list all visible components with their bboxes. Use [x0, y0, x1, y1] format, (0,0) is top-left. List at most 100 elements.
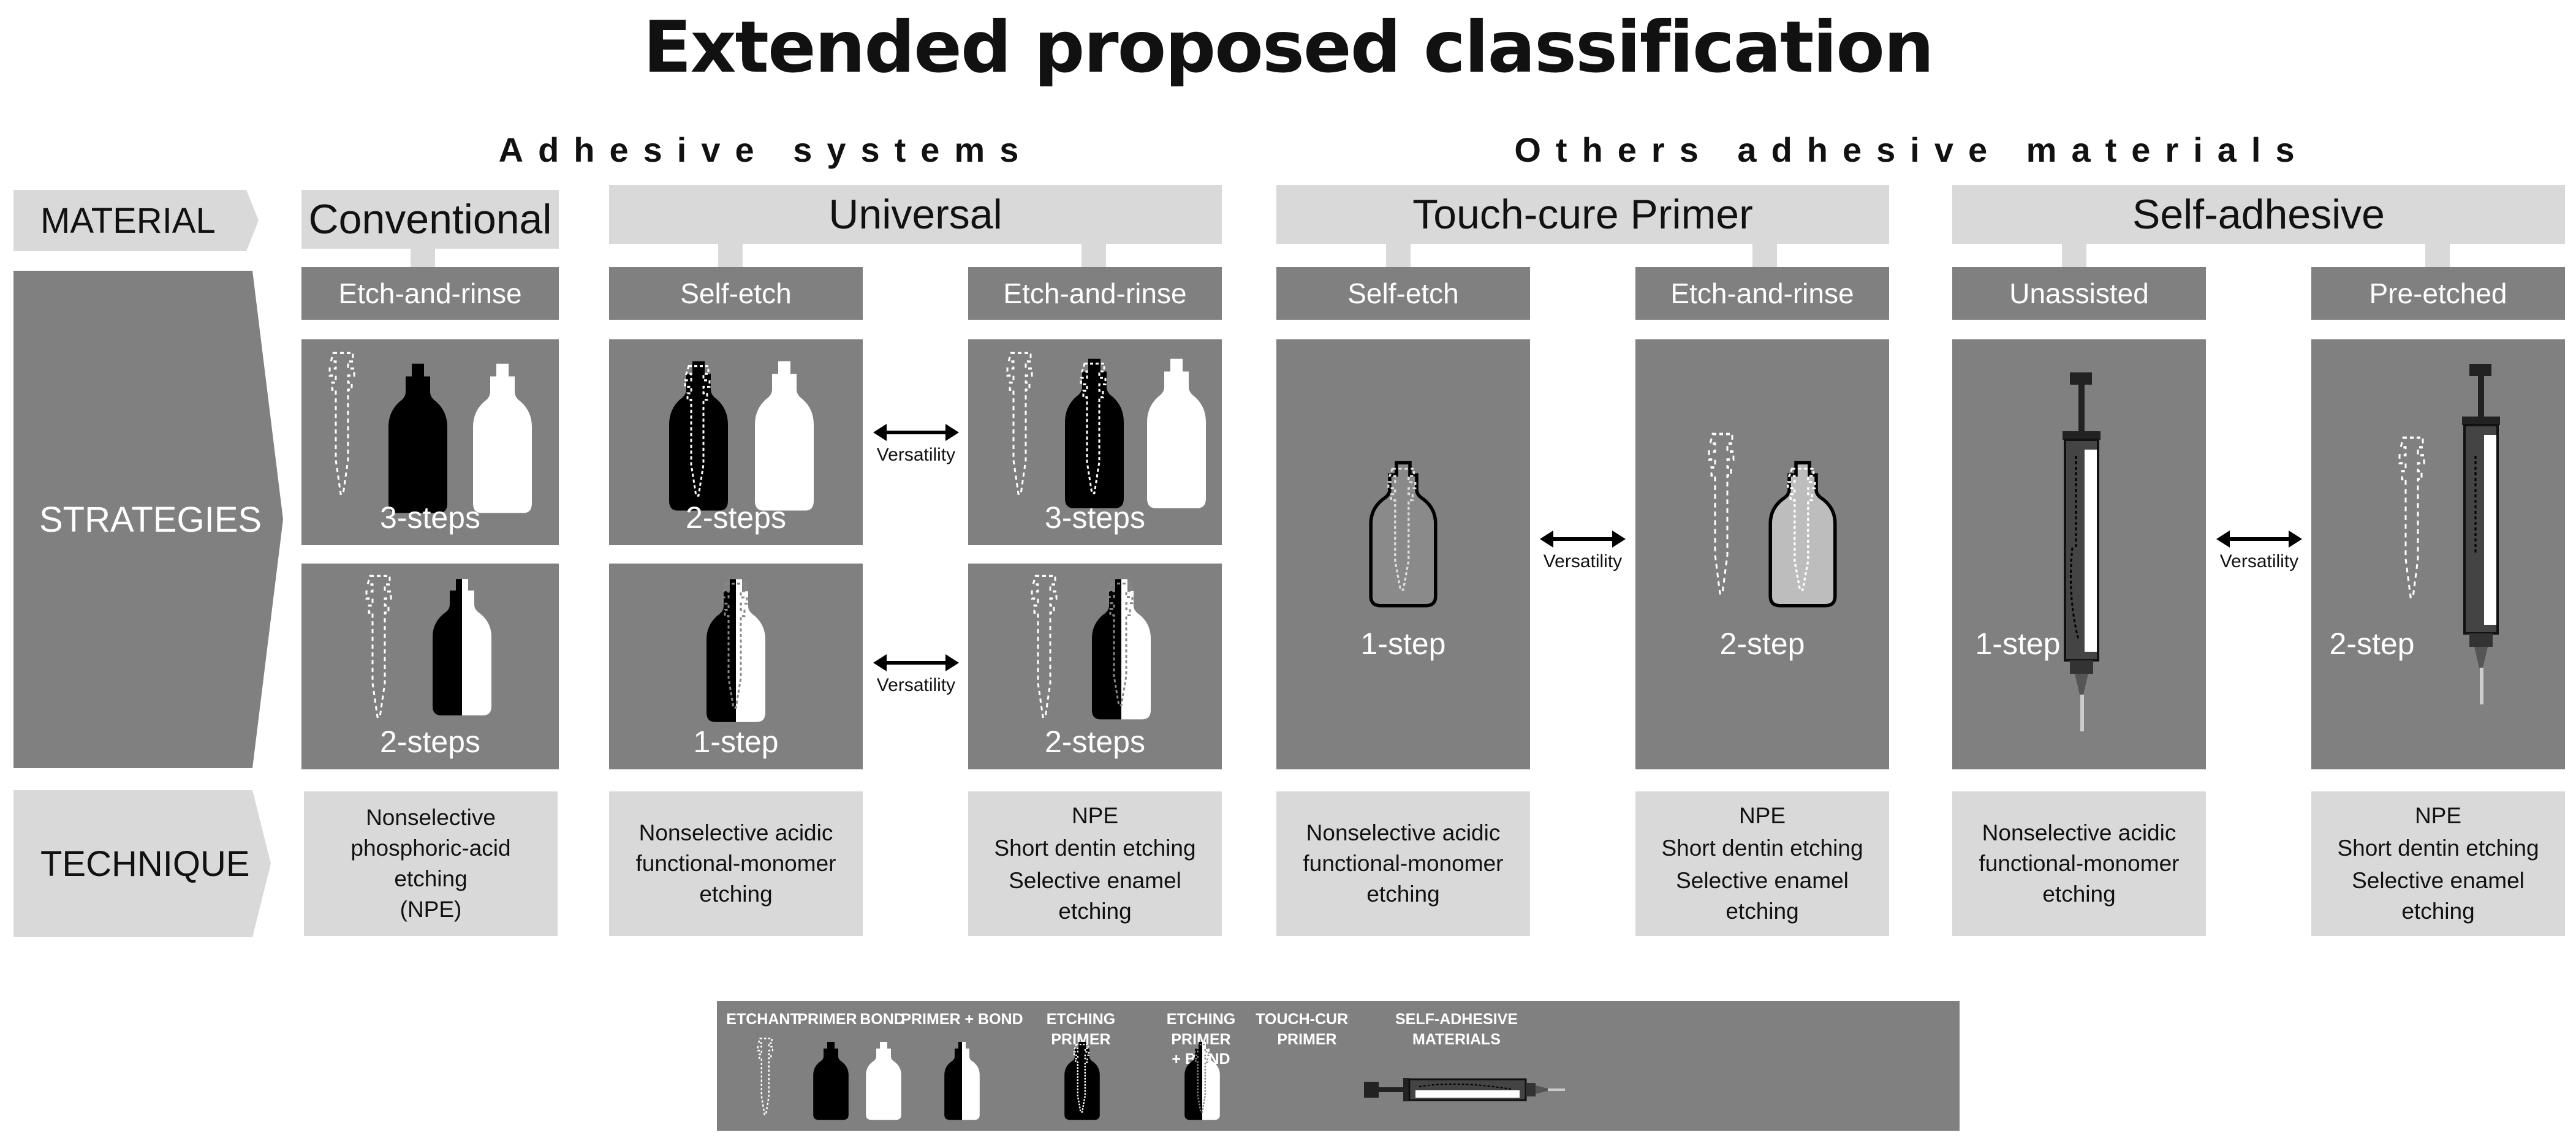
- panel-touch-cure-etch-and-rinse: 2-step: [1635, 339, 1889, 769]
- touch-cure-primer-bottle-icon: [1371, 463, 1436, 606]
- strategy-universal-self-etch: Self-etch: [609, 267, 863, 320]
- strategy-touch-cure-etch-and-rinse: Etch-and-rinse: [1635, 267, 1889, 320]
- technique-row-label: TECHNIQUE: [40, 843, 250, 884]
- page-title: Extended proposed classification: [643, 6, 1934, 89]
- technique-line: Selective enamel etching: [1009, 868, 1181, 924]
- etching-primer-bottle-icon: [669, 361, 728, 511]
- steps-label: 3-steps: [380, 500, 480, 535]
- legend-line: SELF-ADHESIVE: [1395, 1011, 1518, 1028]
- strategies-row-arrow: [13, 271, 283, 768]
- material-self-adhesive: Self-adhesive: [1952, 185, 2565, 244]
- technique-line: phosphoric-acid: [350, 836, 511, 861]
- steps-label: 1-step: [1975, 627, 2061, 661]
- bond-bottle-icon: [1147, 358, 1206, 508]
- self-adhesive-syringe-icon: [2063, 372, 2101, 731]
- technique-row-arrow: [13, 790, 271, 937]
- legend-touch-cure-self-adhesive: TOUCH-CURE PRIMER: [717, 1001, 1358, 1131]
- panel-self-adhesive-unassisted: 1-step: [1952, 339, 2206, 769]
- technique-line: (NPE): [400, 896, 462, 922]
- connector: [1752, 244, 1777, 267]
- technique-line: functional-monomer: [1979, 851, 2180, 877]
- technique-self-adhesive-pre-etched: NPE Short dentin etching Selective ename…: [2311, 791, 2565, 936]
- technique-touch-cure-self-etch: Nonselective acidic functional-monomer e…: [1276, 791, 1530, 936]
- panel-universal-self-etch-1-step: 1-step: [609, 564, 863, 769]
- versatility-indicator-top: Versatility: [870, 420, 962, 466]
- technique-line: NPE: [1738, 803, 1786, 829]
- bond-bottle-icon: [473, 363, 532, 513]
- etching-primer-bond-bottle-icon: [1092, 579, 1151, 720]
- versatility-indicator-bottom: Versatility: [870, 651, 962, 696]
- legend-label-etchant: ETCHANT: [726, 1011, 800, 1028]
- legend-line: MATERIALS: [1412, 1030, 1501, 1048]
- technique-line: functional-monomer: [635, 851, 836, 877]
- panel-universal-self-etch-2-steps: 2-steps: [609, 339, 863, 545]
- legend-label-self-adhesive: SELF-ADHESIVE MATERIALS: [1380, 1009, 1533, 1049]
- legend: ETCHANT PRIMER BOND PRIMER + BOND ETCHIN…: [717, 1001, 1349, 1131]
- technique-line: Nonselective acidic: [638, 820, 833, 846]
- double-arrow-icon: [873, 424, 959, 441]
- self-adhesive-syringe-icon: [2462, 364, 2500, 704]
- technique-line: Nonselective: [366, 805, 496, 831]
- technique-self-adhesive-unassisted: Nonselective acidic functional-monomer e…: [1952, 791, 2206, 936]
- double-arrow-icon: [873, 654, 959, 671]
- technique-line: etching: [699, 881, 773, 907]
- connector: [1082, 244, 1106, 267]
- double-arrow-icon: [1540, 530, 1626, 548]
- material-universal: Universal: [609, 185, 1222, 244]
- panel-conventional-3-steps: 3-steps: [301, 339, 559, 545]
- steps-label: 1-step: [693, 725, 779, 759]
- etching-primer-bottle-icon: [1065, 358, 1124, 508]
- technique-line: Short dentin etching: [994, 836, 1196, 861]
- panel-touch-cure-self-etch: 1-step: [1276, 339, 1530, 769]
- technique-line: functional-monomer: [1303, 851, 1504, 877]
- panel-universal-etch-and-rinse-2-steps: 2-steps: [968, 564, 1222, 769]
- steps-label: 2-steps: [380, 725, 480, 759]
- versatility-indicator-self-adhesive: Versatility: [2213, 527, 2305, 572]
- technique-universal-self-etch: Nonselective acidic functional-monomer e…: [609, 791, 863, 936]
- technique-line: Selective enamel etching: [1676, 868, 1849, 924]
- connector: [1386, 244, 1411, 267]
- etchant-icon: [1006, 352, 1033, 496]
- material-touch-cure-primer: Touch-cure Primer: [1276, 185, 1889, 244]
- steps-label: 1-step: [1360, 627, 1446, 661]
- etchant-icon: [1708, 432, 1735, 595]
- connector: [718, 244, 743, 267]
- connector: [2062, 244, 2086, 267]
- touch-cure-primer-bottle-icon: [1770, 463, 1835, 606]
- strategy-self-adhesive-unassisted: Unassisted: [1952, 267, 2206, 320]
- technique-line: etching: [1366, 881, 1440, 907]
- etching-primer-bond-bottle-icon: [707, 579, 765, 722]
- connector: [2425, 244, 2450, 267]
- legend-label-bond: BOND: [860, 1011, 905, 1028]
- versatility-label: Versatility: [876, 445, 956, 465]
- legend-label-etching-primer-bond: ETCHING PRIMER + BOND: [1140, 1009, 1262, 1069]
- versatility-label: Versatility: [1543, 551, 1623, 572]
- group-label-other-materials: Others adhesive materials: [1514, 130, 2309, 169]
- strategy-conventional-etch-and-rinse: Etch-and-rinse: [301, 267, 559, 320]
- legend-extension-visible: SELF-ADHESIVE MATERIALS: [1349, 1001, 1960, 1131]
- technique-line: Nonselective acidic: [1306, 820, 1501, 846]
- group-label-adhesive-systems: Adhesive systems: [498, 130, 1034, 169]
- etchant-icon: [328, 352, 355, 496]
- versatility-indicator-touch-cure: Versatility: [1537, 527, 1629, 572]
- primer-bond-bottle-icon: [433, 579, 491, 715]
- connector: [411, 249, 435, 267]
- technique-universal-etch-and-rinse: NPE Short dentin etching Selective ename…: [968, 791, 1222, 936]
- material-row-label: MATERIAL: [40, 200, 216, 241]
- strategy-touch-cure-self-etch: Self-etch: [1276, 267, 1530, 320]
- versatility-label: Versatility: [2219, 551, 2299, 572]
- material-row-arrow: [13, 190, 259, 251]
- technique-line: etching: [394, 866, 468, 891]
- legend-label-primer: PRIMER: [797, 1011, 857, 1028]
- steps-label: 2-steps: [686, 500, 786, 535]
- primer-bottle-icon: [388, 363, 447, 513]
- etchant-icon: [2398, 436, 2425, 598]
- technique-conventional: Nonselective phosphoric-acid etching (NP…: [304, 791, 558, 936]
- technique-line: Selective enamel etching: [2352, 868, 2525, 924]
- versatility-label: Versatility: [876, 675, 956, 695]
- legend-line: PRIMER: [1277, 1030, 1337, 1048]
- technique-line: etching: [2042, 881, 2116, 907]
- legend-label-touch-cure-primer: TOUCH-CURE PRIMER: [1255, 1009, 1359, 1049]
- etchant-icon: [1031, 575, 1058, 719]
- technique-line: Short dentin etching: [1661, 836, 1863, 861]
